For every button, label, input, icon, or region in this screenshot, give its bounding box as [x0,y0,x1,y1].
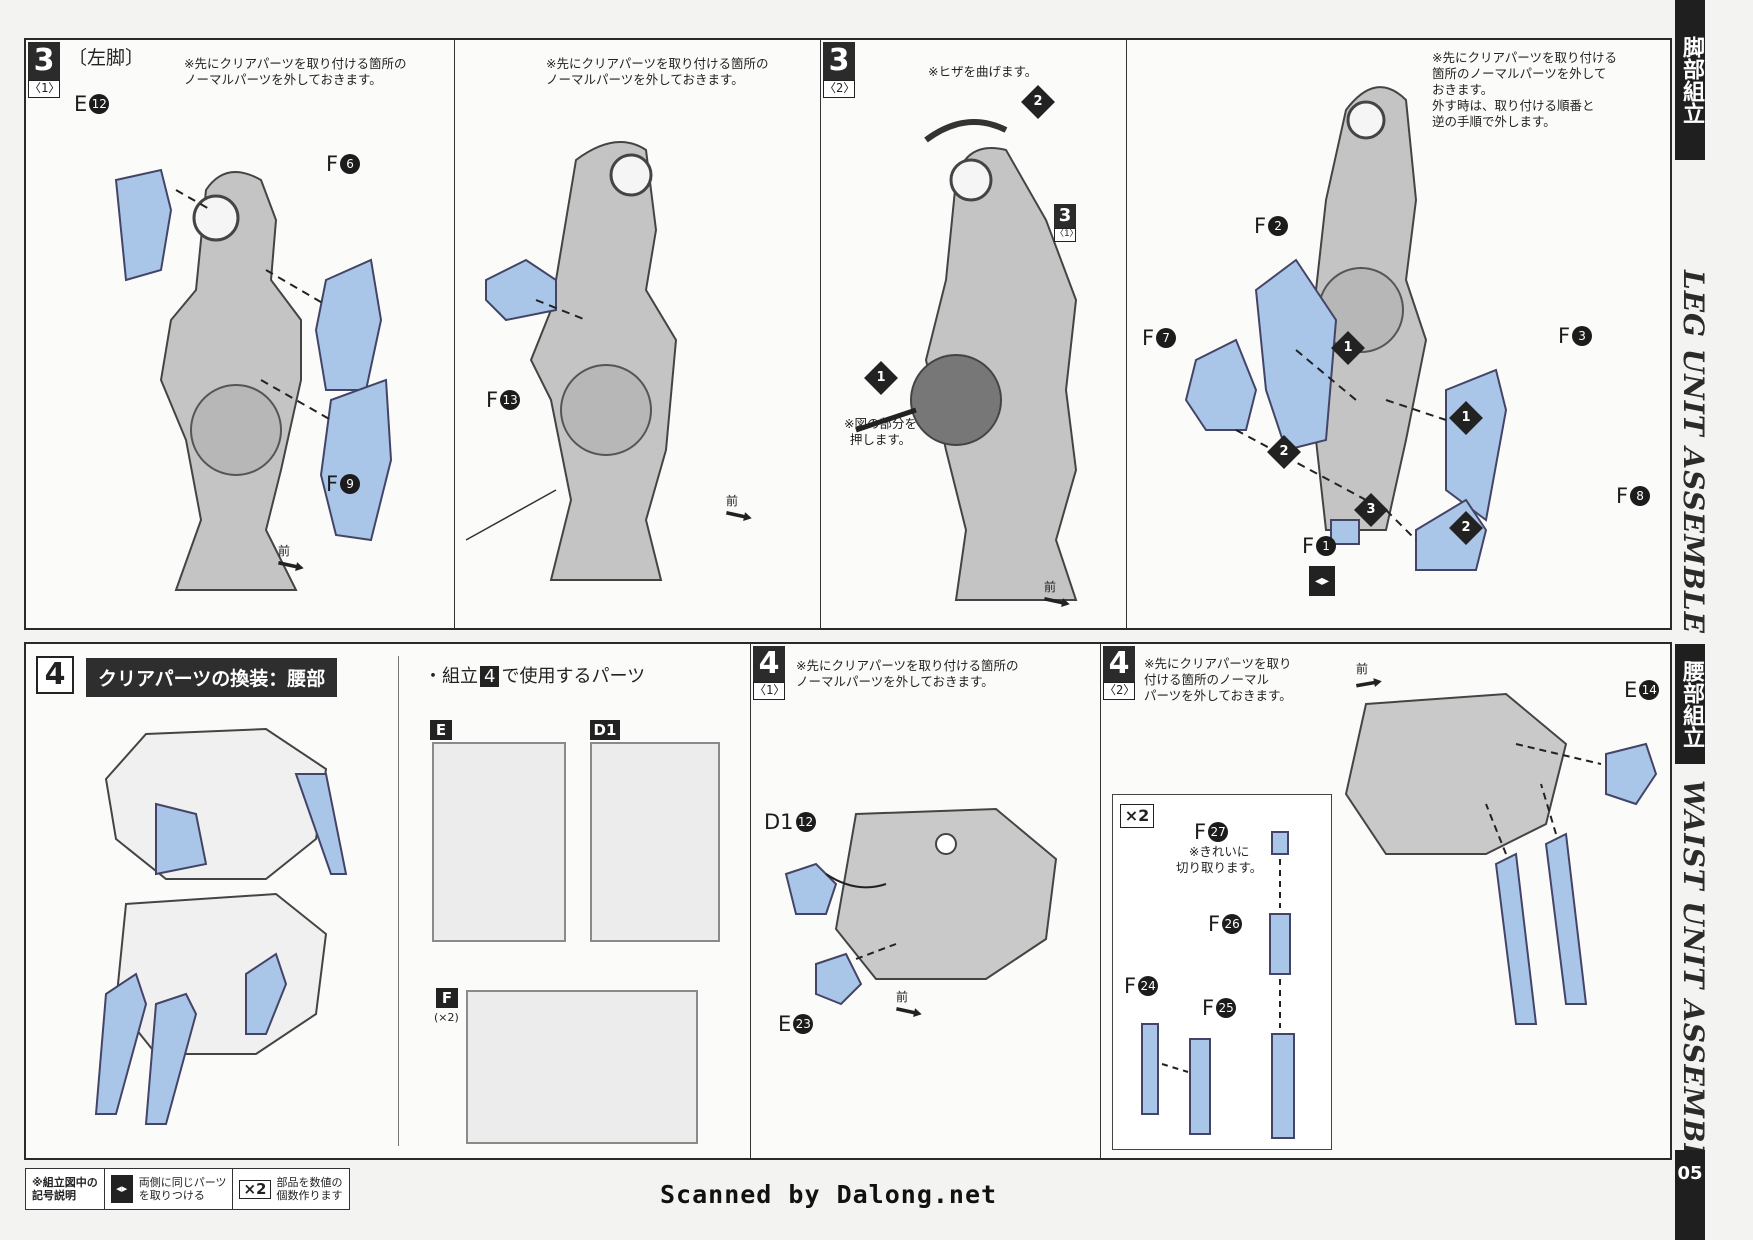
instruction-note: ※先にクリアパーツを取り付ける箇所の ノーマルパーツを外しておきます。 [546,56,769,87]
waist-figure [784,807,1058,1006]
leg-figure [465,141,678,581]
page-number: 05 [1675,1157,1705,1190]
chapter-strip [1675,644,1705,764]
instruction-note: ※ヒザを曲げます。 [928,64,1038,79]
runner-quantity: (×2) [434,1011,459,1024]
divider [820,40,821,628]
chapter-title-waist-en: WAIST UNIT ASSEMBLE [1677,780,1710,1187]
knee-bend-figure [855,119,1078,601]
runner-label-d1: D1 [590,720,620,740]
divider [1126,40,1127,628]
step-order-marker: 1 [864,361,898,395]
divider [454,40,455,628]
step-order-marker: 2 [1021,85,1055,119]
front-indicator: 前 [278,542,304,570]
both-sides-icon: ◂▸ [110,1175,133,1203]
step-order-marker: 3 [1354,493,1388,527]
front-indicator: 前 [896,988,922,1016]
instruction-note: ※図の部分を 押します。 [844,416,917,447]
step-order-marker: 2 [1267,435,1301,469]
front-indicator: 前 [1356,660,1382,688]
step3-panel: 3 〈1〉 〔左脚〕 ※先にクリアパーツを取り付ける箇所の ノーマルパーツを外し… [24,38,1672,630]
runner-d1 [590,742,720,942]
both-sides-icon: ◂▸ [1309,566,1335,596]
step-number: 3 [28,42,60,80]
substep-label: 〈2〉 [1103,682,1135,700]
waist-figure [94,727,348,1125]
instruction-note: ※先にクリアパーツを取り付ける箇所の ノーマルパーツを外しておきます。 [184,56,407,87]
instruction-note: ※先にクリアパーツを取り 付ける箇所のノーマル パーツを外しておきます。 [1144,656,1292,703]
legend-title: ※組立図中の 記号説明 [26,1169,105,1209]
legend-both-sides: ◂▸両側に同じパーツ を取りつける [105,1169,234,1209]
step-heading: 〔左脚〕 [68,47,145,69]
step-number: 4 [1103,646,1135,682]
instruction-note: ※先にクリアパーツを取り付ける箇所の ノーマルパーツを外しておきます。 [796,658,1019,689]
step-order-marker: 1 [1449,401,1483,435]
step-number: 3 [823,42,855,80]
times2-indicator: ×2 [1120,804,1154,828]
substep-label: 〈2〉 [823,80,855,98]
divider [398,656,399,1146]
chapter-sidebar: 脚部組立 LEG UNIT ASSEMBLE 腰部組立 WAIST UNIT A… [1673,0,1753,1240]
chapter-title-leg: 脚部組立 [1679,36,1704,124]
substep-label: 〈1〉 [753,682,785,700]
step-number: 4 [36,656,74,694]
divider [1100,644,1101,1158]
scan-credit: Scanned by Dalong.net [660,1180,998,1209]
chapter-title-waist: 腰部組立 [1679,660,1704,748]
step-order-marker: 2 [1449,511,1483,545]
reference-substep: 〈1〉 [1054,228,1078,242]
runner-f [466,990,698,1144]
leg-figure [1184,86,1508,571]
runner-label-e: E [430,720,452,740]
step-number: 4 [753,646,785,682]
chapter-title-leg-en: LEG UNIT ASSEMBLE [1677,270,1710,634]
section-title: クリアパーツの換装：腰部 [86,658,338,697]
instruction-note: ※きれいに 切り取ります。 [1176,844,1263,875]
reference-step: 3 [1054,204,1076,228]
chapter-strip [1675,0,1705,160]
divider [750,644,751,1158]
substep-label: 〈1〉 [28,80,60,98]
runner-e [432,742,566,942]
runner-label-f: F [436,988,458,1008]
waist-figure [1344,692,1658,1025]
front-indicator: 前 [726,492,752,520]
instruction-note: ※先にクリアパーツを取り付ける 箇所のノーマルパーツを外して おきます。 外す時… [1432,50,1617,129]
front-indicator: 前 [1044,578,1070,606]
subassembly-figure [1141,831,1295,1139]
step-order-marker: 1 [1331,331,1365,365]
leg-figure [114,168,393,591]
